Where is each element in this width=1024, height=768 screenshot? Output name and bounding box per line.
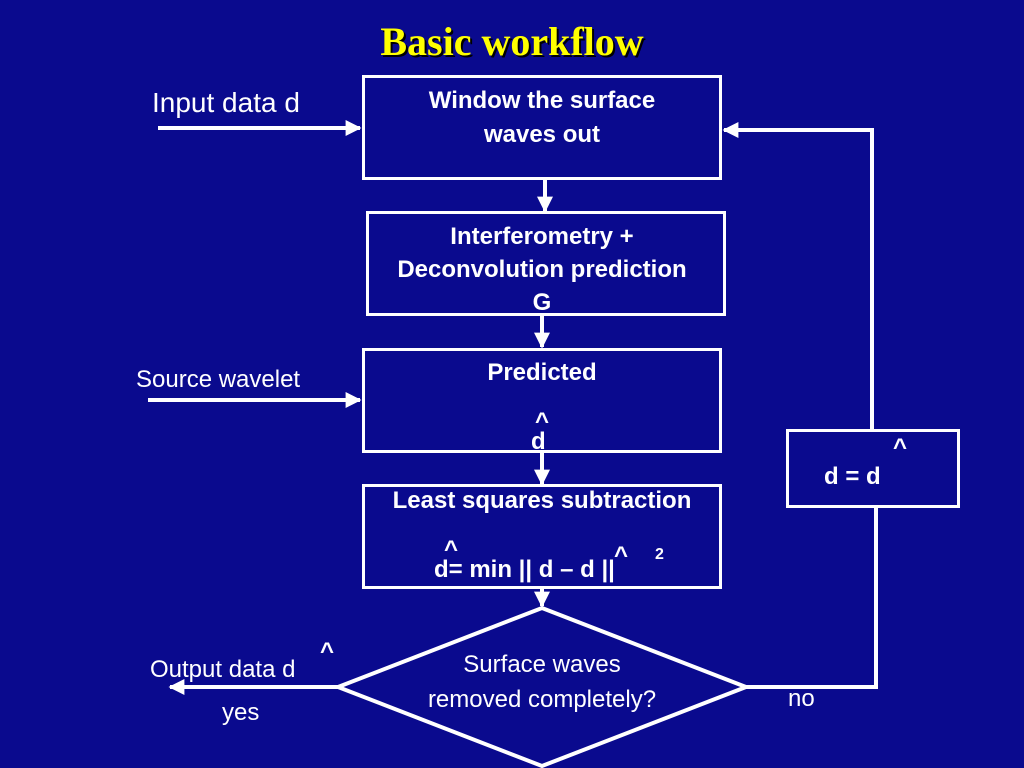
feedback-loop-arrow (722, 122, 874, 430)
decision-diamond (332, 605, 752, 768)
no-branch-label: no (788, 685, 815, 712)
interferometry-box-line3: G (532, 289, 552, 316)
decision-line2: removed completely? (427, 686, 657, 713)
least-squares-box (362, 484, 722, 589)
output-data-label: Output data d (150, 656, 296, 683)
yes-branch-label: yes (222, 699, 260, 726)
source-wavelet-label: Source wavelet (136, 366, 301, 393)
least-squares-hat-symbol-1: ^ (444, 536, 459, 563)
predicted-box-line1: Predicted (487, 359, 597, 386)
output-hat-symbol: ^ (320, 638, 335, 665)
slide-title: Basic workflow (380, 19, 644, 64)
predicted-hat-symbol: ^ (535, 408, 550, 435)
window-surface-waves-box (362, 75, 722, 180)
interferometry-box-line2: Deconvolution prediction (397, 256, 687, 283)
update-equation: d = d (824, 463, 881, 490)
predicted-box (362, 348, 722, 453)
interferometry-box-line1: Interferometry + (450, 223, 634, 250)
update-data-box (786, 429, 960, 508)
no-branch-line (746, 508, 878, 689)
least-squares-equation: d= min || d – d || (434, 556, 615, 583)
least-squares-box-line1: Least squares subtraction (392, 487, 692, 514)
input-data-label: Input data d (152, 87, 300, 118)
least-squares-exponent: 2 (655, 546, 664, 563)
least-squares-hat-symbol-2: ^ (614, 542, 629, 569)
interferometry-box (366, 211, 726, 316)
window-box-line2: waves out (483, 121, 601, 148)
window-box-line1: Window the surface (428, 87, 656, 114)
update-hat-symbol: ^ (893, 434, 908, 461)
decision-line1: Surface waves (463, 651, 621, 678)
predicted-box-line2: d (531, 428, 546, 455)
